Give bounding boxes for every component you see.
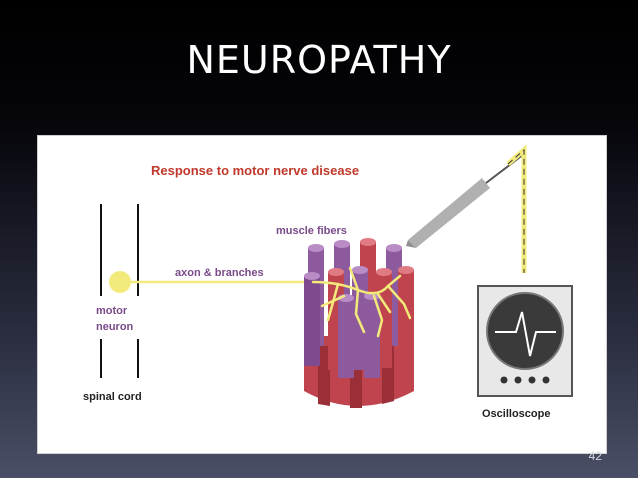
muscle-fibers-label: muscle fibers <box>276 225 347 237</box>
oscilloscope-label: Oscilloscope <box>482 408 550 420</box>
neuron-label: neuron <box>96 321 134 333</box>
muscle-fiber-bundle <box>304 238 414 408</box>
slide-title: NEUROPATHY <box>186 38 452 82</box>
spinal-cord-lines <box>100 204 139 378</box>
electrode-cable-detail <box>507 148 525 273</box>
spinal-cord-label: spinal cord <box>83 391 142 403</box>
diagram-heading: Response to motor nerve disease <box>151 163 359 178</box>
neuropathy-diagram: Response to motor nerve disease motor ne… <box>37 135 607 454</box>
recording-electrode <box>406 153 525 248</box>
motor-neuron-body <box>109 271 131 293</box>
electrode-cable <box>506 144 527 273</box>
page-number: 42 <box>588 449 602 463</box>
axon-branches-label: axon & branches <box>175 267 264 279</box>
motor-label: motor <box>96 305 128 317</box>
diagram-canvas: Response to motor nerve disease motor ne… <box>83 144 573 420</box>
oscilloscope-device <box>477 285 573 397</box>
axon-branches <box>311 266 412 338</box>
